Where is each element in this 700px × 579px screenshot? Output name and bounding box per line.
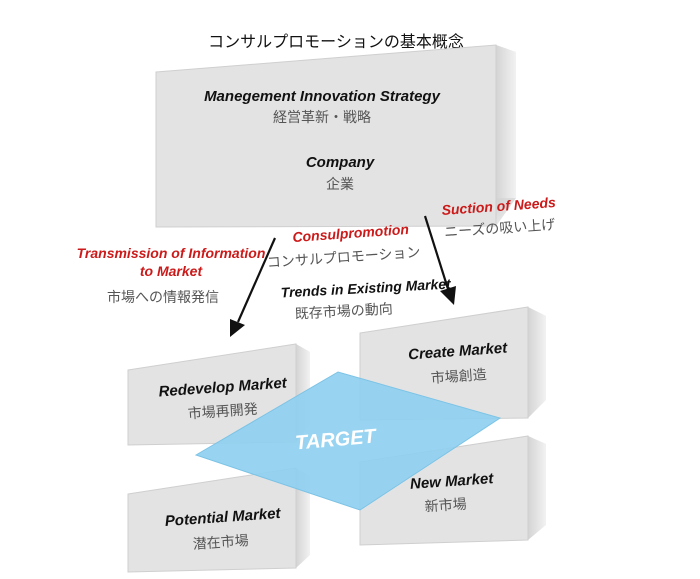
- transmission-label-jp: 市場への情報発信: [107, 289, 219, 306]
- create-subtitle: 市場創造: [430, 366, 487, 387]
- new-title: New Market: [410, 470, 495, 493]
- trends-label-jp: 既存市場の動向: [294, 300, 393, 322]
- transmission-label-line2: to Market: [140, 263, 204, 279]
- transmission-label-line1: Transmission of Information: [77, 245, 266, 261]
- redevelop-subtitle: 市場再開発: [187, 401, 258, 423]
- arrow-to-market: [230, 237, 277, 337]
- potential-market-block: Potential Market 潜在市場: [127, 467, 310, 573]
- company-subtitle: 企業: [326, 176, 354, 193]
- consul-label-jp: コンサルプロモーション: [266, 245, 420, 272]
- arrow-suction: [423, 215, 456, 305]
- new-subtitle: 新市場: [424, 496, 467, 516]
- potential-subtitle: 潜在市場: [192, 532, 249, 553]
- redevelop-market-block: Redevelop Market 市場再開発: [127, 343, 310, 446]
- create-title: Create Market: [408, 340, 509, 364]
- company-title: Company: [306, 154, 375, 171]
- suction-label: Suction of Needs: [441, 194, 556, 218]
- trends-label: Trends in Existing Market: [280, 275, 452, 300]
- company-block: Manegement Innovation Strategy 経営革新・戦略 C…: [155, 44, 516, 228]
- target-diamond: TARGET: [194, 371, 502, 511]
- diagram-title: コンサルプロモーションの基本概念: [208, 32, 464, 51]
- strategy-title: Manegement Innovation Strategy: [204, 88, 441, 105]
- strategy-subtitle: 経営革新・戦略: [273, 110, 371, 126]
- suction-label-jp: ニーズの吸い上げ: [444, 217, 556, 241]
